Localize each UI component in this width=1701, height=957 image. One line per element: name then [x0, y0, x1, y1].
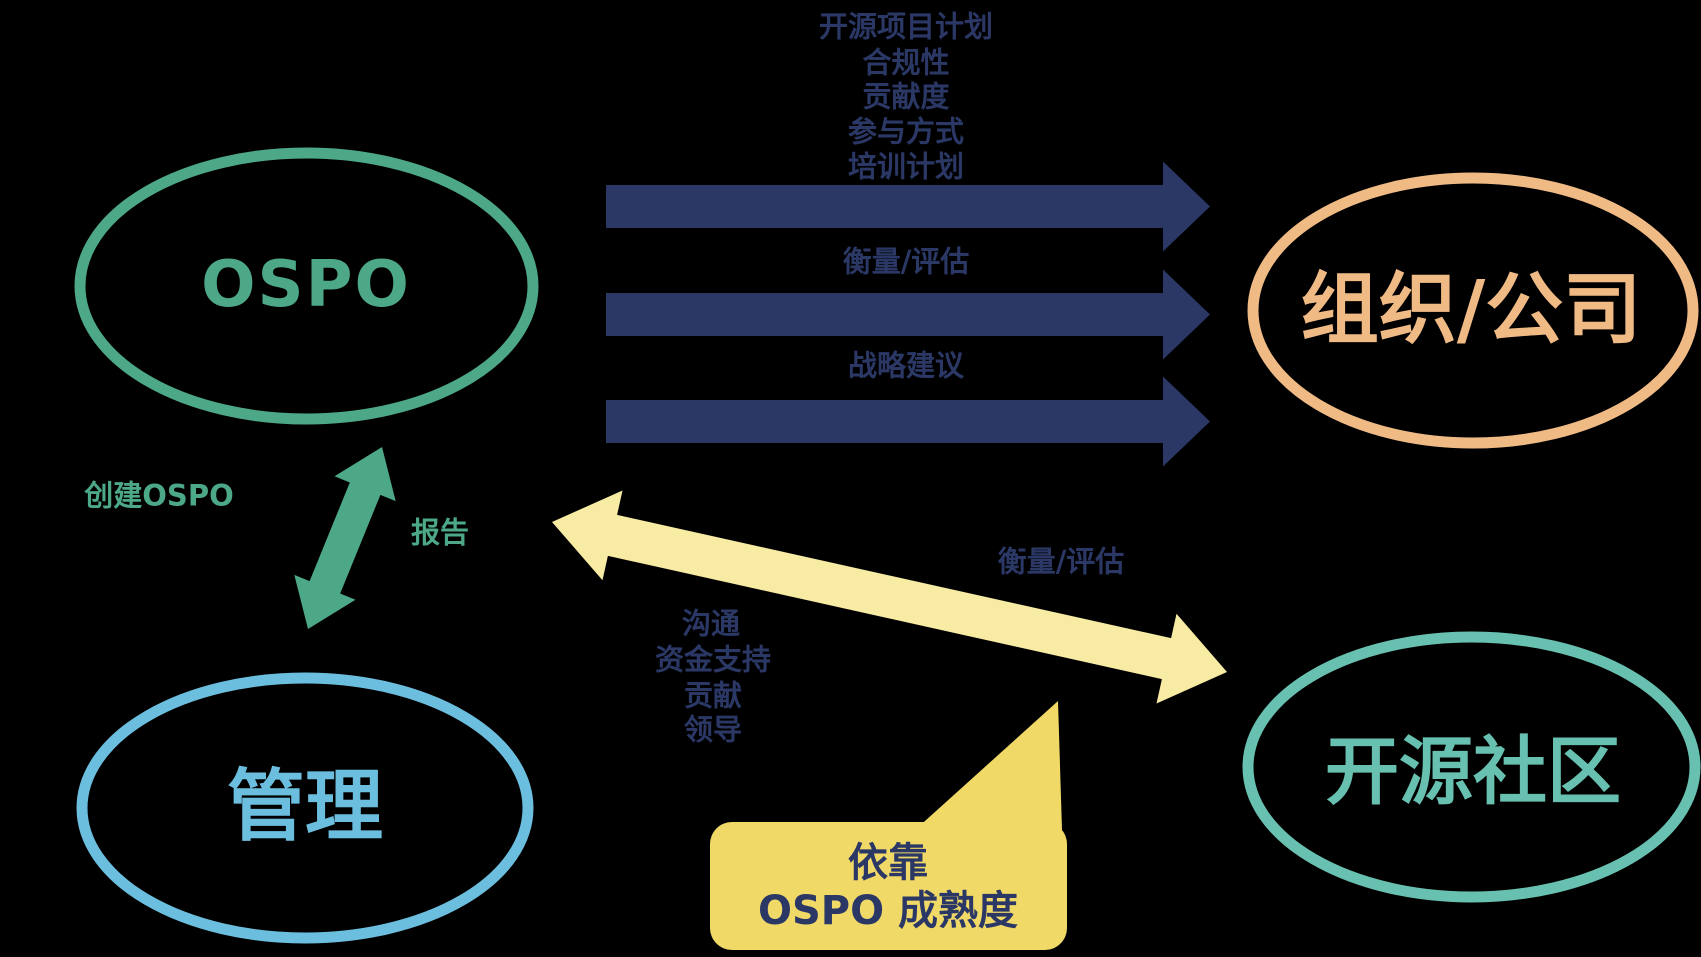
- leadership-label: 领导: [683, 712, 743, 747]
- callout-box: [710, 822, 1067, 950]
- management-ellipse: [76, 672, 534, 944]
- node-label-management: 管理: [226, 762, 384, 852]
- ospo-to-org-arrow-2: [606, 269, 1210, 360]
- ospo-to-org-arrow-1: [606, 161, 1210, 252]
- strategy-advice-label: 战略建议: [847, 348, 965, 383]
- organization-ellipse: [1247, 172, 1699, 449]
- create-ospo-label: 创建OSPO: [84, 478, 234, 513]
- node-label-ospo: OSPO: [201, 248, 411, 322]
- callout-line2: OSPO 成熟度: [757, 888, 1019, 934]
- ospo-community-double-arrow: [552, 490, 1227, 704]
- community-ellipse: [1242, 631, 1701, 903]
- contribute-label: 贡献: [683, 678, 743, 713]
- topic-label-participation: 参与方式: [847, 114, 965, 149]
- topic-label-project-plan: 开源项目计划: [818, 9, 994, 44]
- topic-label-compliance: 合规性: [862, 45, 950, 80]
- measure-evaluate-label-top: 衡量/评估: [842, 244, 970, 279]
- node-label-community: 开源社区: [1325, 729, 1621, 815]
- topic-label-contribution: 贡献度: [862, 79, 950, 114]
- ospo-ellipse: [74, 147, 539, 425]
- report-label: 报告: [410, 515, 470, 550]
- topic-label-training-plan: 培训计划: [847, 149, 965, 184]
- callout-line1: 依靠: [848, 840, 928, 886]
- ospo-to-org-arrow-3: [606, 376, 1210, 467]
- callout-pointer: [915, 701, 1062, 830]
- ospo-management-double-arrow: [294, 447, 396, 629]
- funding-label: 资金支持: [654, 642, 772, 677]
- measure-evaluate-label-bottom: 衡量/评估: [997, 544, 1125, 579]
- node-label-organization: 组织/公司: [1300, 265, 1642, 355]
- communication-label: 沟通: [681, 606, 741, 641]
